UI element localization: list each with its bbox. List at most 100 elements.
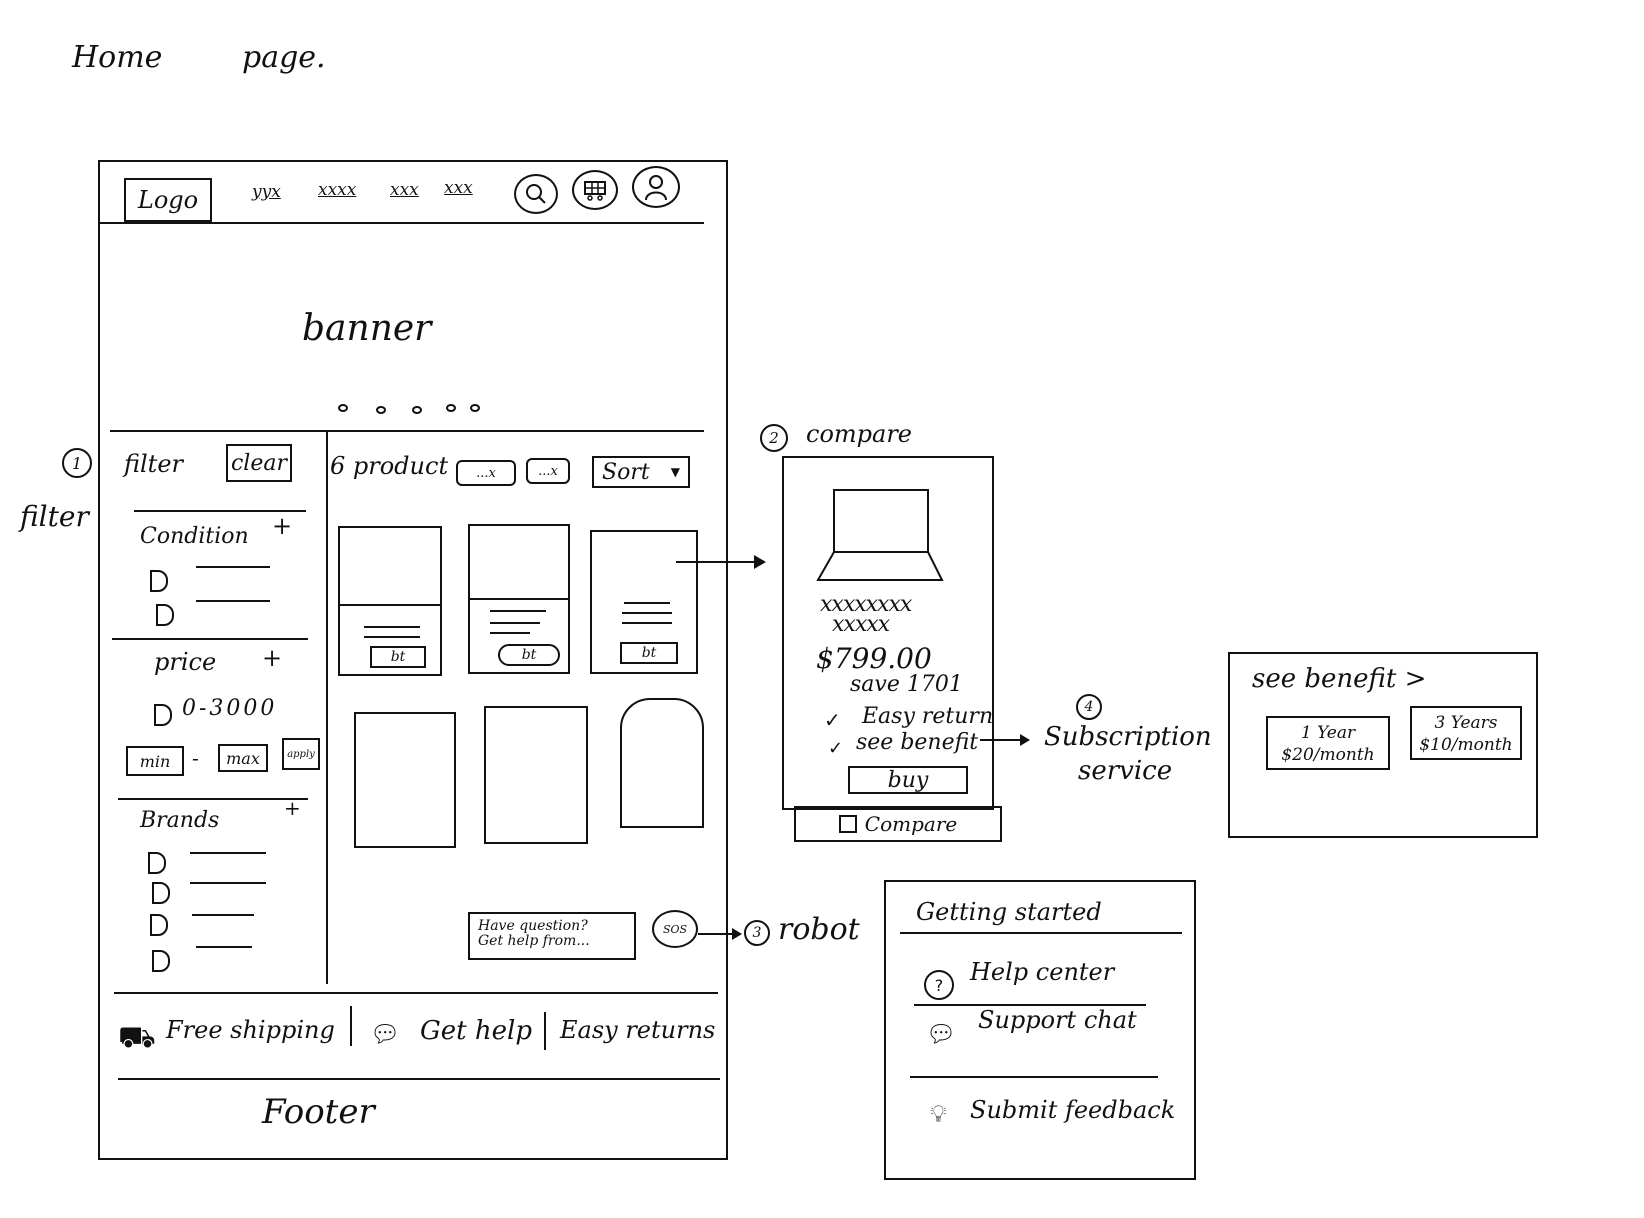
brands-label: Brands	[140, 808, 220, 833]
brand-option-4-label	[196, 946, 252, 948]
product-card-2-button[interactable]: bt	[498, 644, 560, 666]
annotation-2-circle: 2	[760, 424, 788, 452]
compare-product-savings: save 1701	[850, 672, 963, 697]
service-bar-separator-2	[544, 1012, 546, 1050]
product-card-5[interactable]	[484, 706, 588, 844]
filter-chip-1-label: ...x	[476, 465, 496, 481]
user-icon[interactable]	[632, 166, 680, 208]
compare-product-title-line2: xxxxx	[832, 612, 890, 637]
annotation-3-circle: 3	[744, 920, 770, 946]
brand-checkbox-2[interactable]	[152, 882, 170, 904]
product-card-1-button[interactable]: bt	[370, 646, 426, 668]
product-card-4[interactable]	[354, 712, 456, 848]
annotation-3-number: 3	[752, 925, 762, 941]
filter-divider-1	[134, 510, 306, 512]
support-chat-link[interactable]: Support chat	[978, 1006, 1137, 1034]
help-center-link[interactable]: Help center	[970, 958, 1115, 986]
service-bar-bottom-divider	[118, 1078, 720, 1080]
cart-icon[interactable]	[572, 170, 618, 210]
price-apply-label: apply	[287, 748, 315, 760]
plan-option-3-years[interactable]: 3 Years $10/month	[1410, 706, 1522, 760]
banner-dot-1[interactable]	[338, 404, 348, 412]
arrow-to-robot	[698, 928, 742, 940]
compare-product-title-line1: xxxxxxxx	[820, 592, 912, 617]
get-help-label[interactable]: Get help	[420, 1016, 532, 1046]
product-card-3-text-line	[622, 622, 672, 624]
sort-dropdown-label: Sort	[602, 459, 650, 485]
price-apply-button[interactable]: apply	[282, 738, 320, 770]
price-range-dash: -	[192, 746, 199, 770]
annotation-filter-label: filter	[20, 500, 89, 533]
product-card-3-button[interactable]: bt	[620, 642, 678, 664]
banner-dot-5[interactable]	[470, 404, 480, 412]
benefit-title[interactable]: see benefit >	[1252, 664, 1427, 694]
product-card-2[interactable]: bt	[468, 524, 570, 674]
chat-prompt-bubble[interactable]: Have question? Get help from...	[468, 912, 636, 960]
chevron-down-icon: ▼	[670, 465, 680, 479]
compare-perk-see-benefit[interactable]: see benefit	[856, 730, 979, 755]
product-card-3-button-label: bt	[641, 645, 657, 661]
product-card-3-text-line	[622, 612, 672, 614]
product-card-6[interactable]	[620, 698, 704, 828]
filter-chip-2[interactable]: ...x	[526, 458, 570, 484]
plan-1-years: 1 Year	[1300, 723, 1356, 743]
product-card-1[interactable]: bt	[338, 526, 442, 676]
search-icon[interactable]	[514, 174, 558, 214]
product-card-1-text-line	[364, 636, 420, 638]
nav-link-1[interactable]: yyx	[252, 182, 281, 202]
nav-link-2[interactable]: xxxx	[318, 180, 357, 200]
condition-expand-icon[interactable]: +	[272, 512, 293, 540]
brand-checkbox-1[interactable]	[148, 852, 166, 874]
banner-dot-4[interactable]	[446, 404, 456, 412]
brand-option-2-label	[190, 882, 266, 884]
submit-feedback-link[interactable]: Submit feedback	[970, 1096, 1176, 1124]
compare-product-price: $799.00	[816, 642, 932, 675]
filter-chip-2-label: ...x	[538, 463, 558, 479]
help-panel-title: Getting started	[916, 898, 1102, 926]
filter-chip-1[interactable]: ...x	[456, 460, 516, 486]
annotation-compare-label: compare	[806, 420, 912, 448]
sort-dropdown[interactable]: Sort ▼	[592, 456, 690, 488]
page-title: Home page.	[72, 40, 326, 75]
brand-checkbox-4[interactable]	[152, 950, 170, 972]
clear-button[interactable]: clear	[226, 444, 292, 482]
plan-2-price: $10/month	[1419, 735, 1513, 755]
buy-button[interactable]: buy	[848, 766, 968, 794]
compare-toggle[interactable]: Compare	[794, 806, 1002, 842]
nav-link-3[interactable]: xxx	[390, 180, 419, 200]
chat-prompt-line2: Get help from...	[478, 933, 590, 949]
brands-expand-icon[interactable]: +	[284, 796, 301, 820]
condition-checkbox-1[interactable]	[150, 570, 168, 592]
page-title-word1: Home	[72, 40, 163, 75]
condition-checkbox-2[interactable]	[156, 604, 174, 626]
product-card-1-button-label: bt	[390, 649, 406, 665]
chat-icon: 💬︎	[370, 1020, 401, 1048]
filter-divider-3	[118, 798, 308, 800]
arrow-to-compare	[676, 555, 766, 569]
plan-option-1-year[interactable]: 1 Year $20/month	[1266, 716, 1390, 770]
plan-2-years: 3 Years	[1434, 713, 1498, 733]
brand-option-3-label	[192, 914, 254, 916]
product-card-2-text-line	[490, 622, 540, 624]
banner-dot-2[interactable]	[376, 406, 386, 414]
price-max-input[interactable]: max	[218, 744, 268, 772]
logo[interactable]: Logo	[124, 178, 212, 222]
nav-link-4[interactable]: xxx	[444, 178, 473, 198]
footer-label: Footer	[262, 1092, 375, 1132]
compare-perk-easy-return: Easy return	[862, 704, 994, 729]
robot-chat-icon[interactable]: SOS	[652, 910, 698, 948]
annotation-subscription-line2: service	[1078, 756, 1173, 786]
chat-prompt-line1: Have question?	[478, 918, 588, 934]
filter-divider-2	[112, 638, 308, 640]
annotation-1-circle: 1	[62, 448, 92, 478]
price-expand-icon[interactable]: +	[262, 644, 283, 672]
price-checkbox[interactable]	[154, 704, 172, 726]
price-min-input[interactable]: min	[126, 746, 184, 776]
plan-1-price: $20/month	[1281, 745, 1375, 765]
condition-option-2-label	[196, 600, 270, 602]
help-icon: ?	[924, 970, 954, 1000]
product-card-3-text-line	[624, 602, 670, 604]
banner-dot-3[interactable]	[412, 406, 422, 414]
brand-checkbox-3[interactable]	[150, 914, 168, 936]
product-card-3[interactable]: bt	[590, 530, 698, 674]
